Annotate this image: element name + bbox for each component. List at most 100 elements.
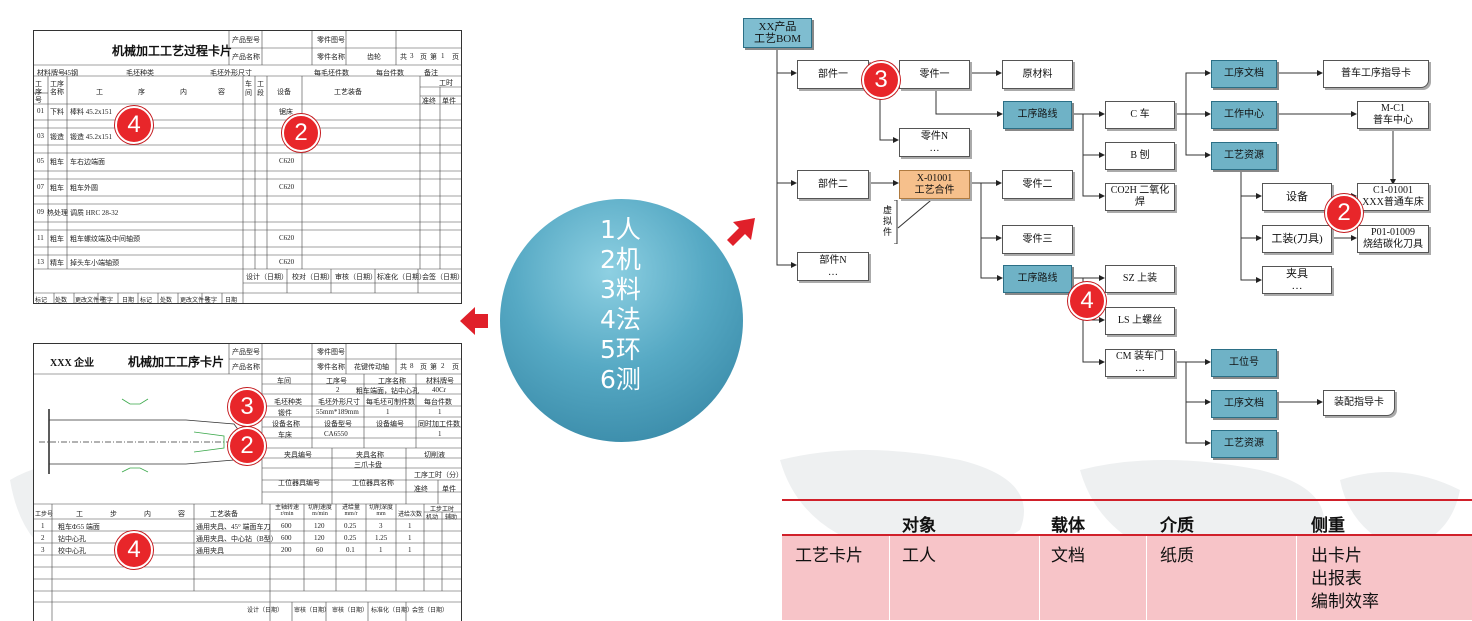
op-row-no: 11 — [37, 234, 44, 242]
foot-mark: 标记 — [35, 298, 48, 304]
operation-card: XXX 企业 机械加工工序卡片 产品型号 零件图号 产品名称 零件名称 花键传动… — [33, 343, 463, 621]
bom-op-doc-2[interactable]: 工序文档 — [1211, 390, 1277, 418]
bom-op-welding[interactable]: CO2H 二氧化焊 — [1105, 183, 1175, 211]
factor-item: 5环 — [600, 335, 641, 364]
step-h3: 内 — [144, 510, 151, 518]
bom-component-1[interactable]: 零件一 — [899, 60, 970, 89]
op-row-no: 05 — [37, 157, 44, 165]
col-content-3: 内 — [180, 88, 187, 96]
bom-resource-2[interactable]: 工艺资源 — [1211, 430, 1277, 458]
hdr-product-name: 产品名称 — [232, 53, 260, 61]
badge-material: 3 — [228, 388, 266, 426]
step-equip: 通用夹具 — [196, 547, 224, 555]
step-n: 1 — [408, 534, 412, 542]
bom-doc-output[interactable]: 普车工序指导卡 — [1323, 60, 1429, 88]
hdr-part-no: 零件图号 — [317, 348, 345, 356]
hdr-no-n: 2 — [441, 362, 445, 370]
op-row-name: 粗车 — [50, 184, 64, 192]
foot-mark2: 标记 — [140, 298, 153, 304]
col-content-4: 容 — [218, 88, 225, 96]
info-op-name-value: 粗车端面，钻中心孔 — [356, 387, 419, 395]
arrow-left-icon — [460, 307, 488, 335]
foot-sign2: 签字 — [205, 298, 218, 304]
header-media: 介质 — [1160, 516, 1194, 535]
col-op-name: 工序名称 — [50, 80, 64, 96]
step-equip: 通用夹具、45° 端面车刀 — [196, 523, 271, 531]
step-h2: 步 — [110, 510, 117, 518]
bom-part-n[interactable]: 部件N … — [797, 252, 869, 281]
step-f: 0.25 — [344, 522, 357, 530]
bom-op-door[interactable]: CM 装车门 … — [1105, 349, 1175, 377]
blank-type-label: 毛坯种类 — [126, 69, 154, 77]
op-row-desc: 车右边端面 — [70, 158, 105, 166]
arrow-up-right-icon — [727, 218, 755, 246]
bom-tooling[interactable]: 工装(刀具) — [1262, 225, 1332, 253]
bom-op-screw[interactable]: LS 上螺丝 — [1105, 307, 1175, 335]
bom-virtual-label: 虚拟件 — [883, 205, 893, 237]
step-rpm: 200 — [281, 546, 292, 554]
hdr-product-name: 产品名称 — [232, 363, 260, 371]
material-value: 45钢 — [64, 69, 78, 77]
hdr-page2: 页 — [452, 53, 459, 61]
bom-device-output[interactable]: C1-01001 XXX普通车床 — [1357, 183, 1429, 211]
process-card: 机械加工工艺过程卡片 产品型号 零件图号 产品名称 零件名称 齿轮 共 3 页 … — [33, 30, 464, 304]
info-material-value: 40Cr — [432, 386, 446, 394]
step-v: 120 — [314, 522, 325, 530]
hdr-part-name-value: 齿轮 — [367, 53, 381, 61]
bom-tool-output[interactable]: P01-01009 烧结碳化刀具 — [1357, 225, 1429, 253]
col-content-2: 序 — [138, 88, 145, 96]
bom-raw-material[interactable]: 原材料 — [1002, 60, 1073, 89]
info-op-no-value: 2 — [336, 386, 340, 394]
bom-devices[interactable]: 设备 — [1262, 183, 1332, 211]
bom-component-2[interactable]: 零件二 — [1002, 170, 1073, 199]
cell-media: 纸质 — [1160, 546, 1194, 565]
bom-op-planing[interactable]: B 刨 — [1105, 142, 1175, 170]
op-row-name: 热处理 — [47, 209, 68, 217]
table-col-divider — [1296, 536, 1297, 620]
table-header-line — [782, 534, 1472, 536]
header-object: 对象 — [902, 516, 936, 535]
sign-design: 设计（日期） — [246, 273, 288, 281]
part-drawing — [39, 398, 256, 474]
table-col-divider — [1146, 536, 1147, 620]
bom-op-mount[interactable]: SZ 上装 — [1105, 265, 1175, 293]
cell-carrier: 文档 — [1051, 546, 1085, 565]
bom-station[interactable]: 工位号 — [1211, 349, 1277, 377]
process-card-grid — [34, 31, 461, 303]
step-h1: 工 — [76, 510, 83, 518]
foot-count2: 处数 — [160, 298, 173, 304]
op-row-desc: 粗车螺纹端及中间轴颈 — [70, 235, 140, 243]
info-workshop: 车间 — [277, 377, 291, 385]
blank-per-value: 1 — [386, 408, 390, 416]
op-row-desc: 粗车外圆 — [70, 184, 98, 192]
bom-assembly-guide[interactable]: 装配指导卡 — [1323, 390, 1395, 416]
bom-resource-1[interactable]: 工艺资源 — [1211, 142, 1277, 170]
step-f: 0.25 — [344, 534, 357, 542]
bom-root-node[interactable]: XX产品 工艺BOM — [743, 18, 812, 48]
bom-part-2[interactable]: 部件二 — [797, 170, 869, 199]
step-ap: 1.25 — [375, 534, 388, 542]
hdr-part-no: 零件图号 — [317, 36, 345, 44]
factors-list: 1人 2机 3料 4法 5环 6测 — [600, 215, 641, 395]
bom-route-1[interactable]: 工序路线 — [1003, 101, 1072, 129]
op-row-name: 粗车 — [50, 158, 64, 166]
header-carrier: 载体 — [1051, 516, 1085, 535]
hdr-part-name: 零件名称 — [317, 363, 345, 371]
hdr-no-n: 1 — [441, 52, 445, 60]
bom-work-center[interactable]: 工作中心 — [1211, 101, 1277, 129]
bom-op-doc-1[interactable]: 工序文档 — [1211, 60, 1277, 88]
bom-part-1[interactable]: 部件一 — [797, 60, 869, 89]
step-no: 3 — [41, 546, 45, 554]
op-row-no: 13 — [37, 258, 44, 266]
bom-op-turning[interactable]: C 车 — [1105, 101, 1175, 129]
blank-size-value: 55mm*189mm — [316, 408, 359, 416]
op-row-eq: C620 — [279, 183, 295, 191]
bom-center-output[interactable]: M-C1 普车中心 — [1357, 101, 1429, 129]
bom-component-3[interactable]: 零件三 — [1002, 225, 1073, 254]
fixture-value: 三爪卡盘 — [354, 461, 382, 469]
bom-component-n[interactable]: 零件N … — [899, 128, 970, 157]
bom-assembly-node[interactable]: X-01001 工艺合件 — [899, 170, 970, 199]
step-h4: 容 — [178, 510, 185, 518]
bom-fixture[interactable]: 夹具 … — [1262, 266, 1332, 294]
bom-route-2[interactable]: 工序路线 — [1003, 265, 1072, 293]
